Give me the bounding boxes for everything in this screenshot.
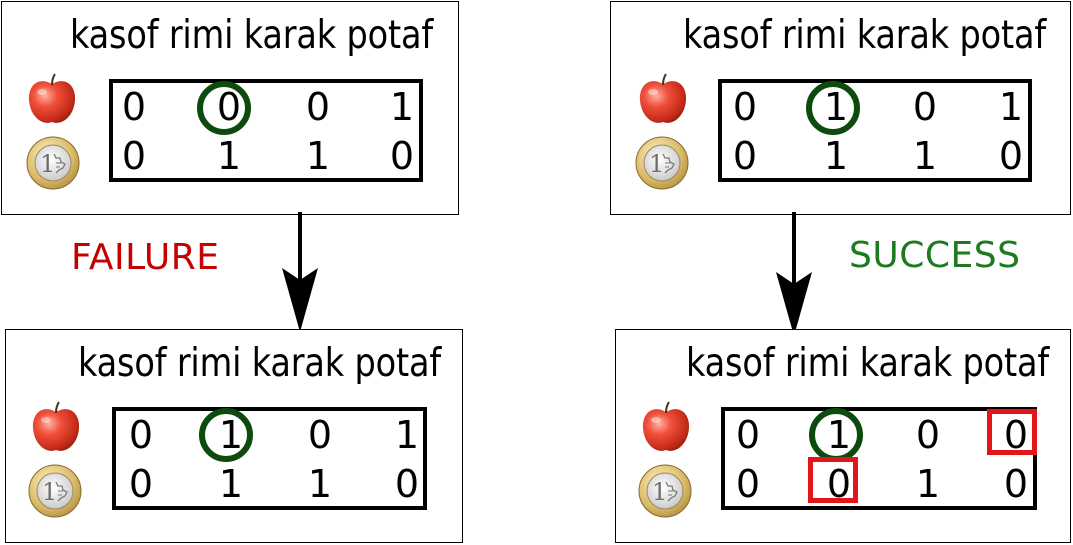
grid-cell: 1 (915, 462, 941, 506)
euro-coin-icon (638, 464, 692, 518)
grid-cell: 0 (735, 413, 761, 457)
success-label: SUCCESS (849, 235, 1021, 276)
grid-cell: 0 (389, 134, 415, 178)
value-grid: 0 0 0 1 0 1 1 0 (109, 79, 423, 182)
selected-cell-circle (197, 81, 251, 135)
euro-coin-icon (26, 136, 80, 190)
grid-cell: 0 (305, 85, 331, 129)
grid-cell: 1 (394, 413, 420, 457)
apple-icon (26, 72, 78, 126)
changed-cell-highlight (808, 457, 858, 503)
grid-cell: 0 (915, 413, 941, 457)
apple-icon (30, 400, 82, 454)
grid-cell: 1 (389, 85, 415, 129)
down-arrow-success (776, 212, 812, 336)
euro-coin-icon (28, 464, 82, 518)
grid-cell: 1 (912, 134, 938, 178)
grid-cell: 0 (732, 85, 758, 129)
grid-cell: 0 (121, 134, 147, 178)
grid-cell: 1 (218, 462, 244, 506)
grid-cell: 1 (305, 134, 331, 178)
panel-bottom-right: kasof rimi karak potaf 0 1 0 0 0 0 1 0 (615, 329, 1071, 543)
grid-cell: 0 (732, 134, 758, 178)
down-arrow-failure (282, 212, 318, 332)
apple-icon (640, 400, 692, 454)
grid-cell: 0 (307, 413, 333, 457)
selected-cell-circle (199, 408, 253, 462)
panel-title: kasof rimi karak potaf (686, 341, 1049, 386)
grid-cell: 0 (735, 462, 761, 506)
grid-cell: 0 (912, 85, 938, 129)
changed-cell-highlight (987, 409, 1037, 455)
panel-title: kasof rimi karak potaf (78, 341, 441, 386)
selected-cell-circle (809, 408, 863, 462)
grid-cell: 0 (998, 134, 1024, 178)
panel-top-right: kasof rimi karak potaf 0 1 0 1 0 1 1 0 (610, 1, 1071, 215)
selected-cell-circle (806, 81, 860, 135)
grid-cell: 0 (128, 413, 154, 457)
apple-icon (637, 72, 689, 126)
grid-cell: 0 (394, 462, 420, 506)
panel-title: kasof rimi karak potaf (683, 13, 1046, 58)
panel-bottom-left: kasof rimi karak potaf 0 1 0 1 0 1 1 0 (5, 329, 463, 543)
grid-cell: 0 (128, 462, 154, 506)
euro-coin-icon (635, 136, 689, 190)
grid-cell: 0 (1003, 413, 1029, 457)
grid-cell: 1 (823, 134, 849, 178)
value-grid: 0 1 0 1 0 1 1 0 (112, 407, 427, 510)
grid-cell: 1 (307, 462, 333, 506)
failure-label: FAILURE (71, 237, 220, 278)
grid-cell: 1 (998, 85, 1024, 129)
grid-cell: 0 (121, 85, 147, 129)
value-grid: 0 1 0 1 0 1 1 0 (718, 79, 1032, 182)
grid-cell: 0 (1003, 462, 1029, 506)
panel-top-left: kasof rimi karak potaf 0 0 0 1 0 1 1 0 (1, 1, 459, 215)
grid-cell: 1 (216, 134, 242, 178)
panel-title: kasof rimi karak potaf (70, 13, 433, 58)
